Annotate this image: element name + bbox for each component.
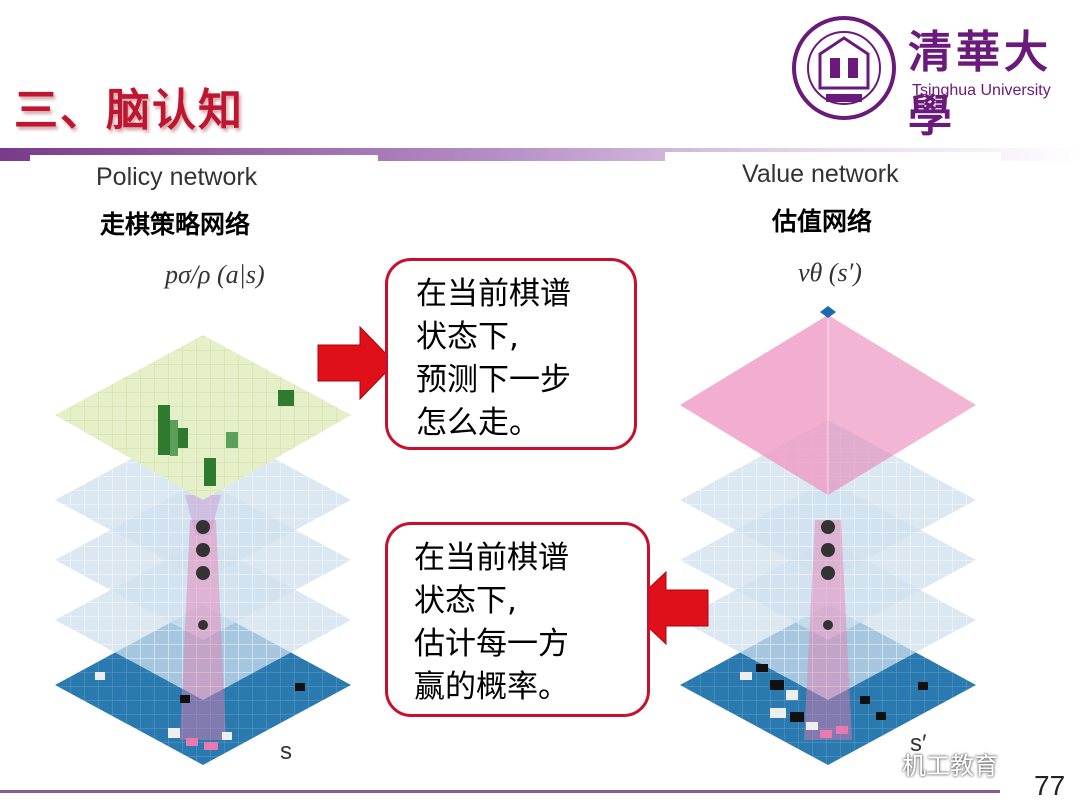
university-seal-icon xyxy=(792,16,896,120)
value-callout-line: 估计每一方 xyxy=(414,626,569,662)
policy-callout-line: 状态下, xyxy=(416,319,519,355)
watermark: 机工教育 xyxy=(902,752,998,780)
page-number: 77 xyxy=(1034,770,1066,801)
slide-title: 三、脑认知 xyxy=(14,85,244,136)
policy-callout-line: 怎么走。 xyxy=(416,405,540,441)
policy-formula: pσ/ρ (a|s) xyxy=(165,260,265,289)
value-board-label: s′ xyxy=(910,730,927,757)
value-callout-line: 状态下, xyxy=(414,583,517,619)
value-network-stack xyxy=(680,306,976,765)
value-callout: 在当前棋谱 状态下, 估计每一方 赢的概率。 xyxy=(385,522,650,717)
arrow-right-icon xyxy=(317,325,396,401)
policy-board-label: s xyxy=(280,738,292,765)
university-name-cn: 清華大學 xyxy=(908,27,1052,142)
policy-network-title: Policy network xyxy=(96,163,258,191)
footer-line xyxy=(0,790,1000,793)
policy-network-subtitle: 走棋策略网络 xyxy=(100,210,251,239)
policy-callout-line: 在当前棋谱 xyxy=(416,276,571,312)
value-callout-line: 赢的概率。 xyxy=(414,669,569,705)
policy-callout: 在当前棋谱 状态下, 预测下一步 怎么走。 xyxy=(385,258,637,450)
policy-callout-line: 预测下一步 xyxy=(416,362,571,398)
value-callout-line: 在当前棋谱 xyxy=(414,540,569,576)
value-formula: vθ (s′) xyxy=(798,258,862,287)
policy-network-stack xyxy=(55,335,351,765)
value-network-title: Value network xyxy=(742,160,899,188)
university-logo: 清華大學 Tsinghua University xyxy=(790,14,1060,142)
university-name-en: Tsinghua University xyxy=(912,82,1051,99)
value-network-subtitle: 估值网络 xyxy=(772,207,873,236)
